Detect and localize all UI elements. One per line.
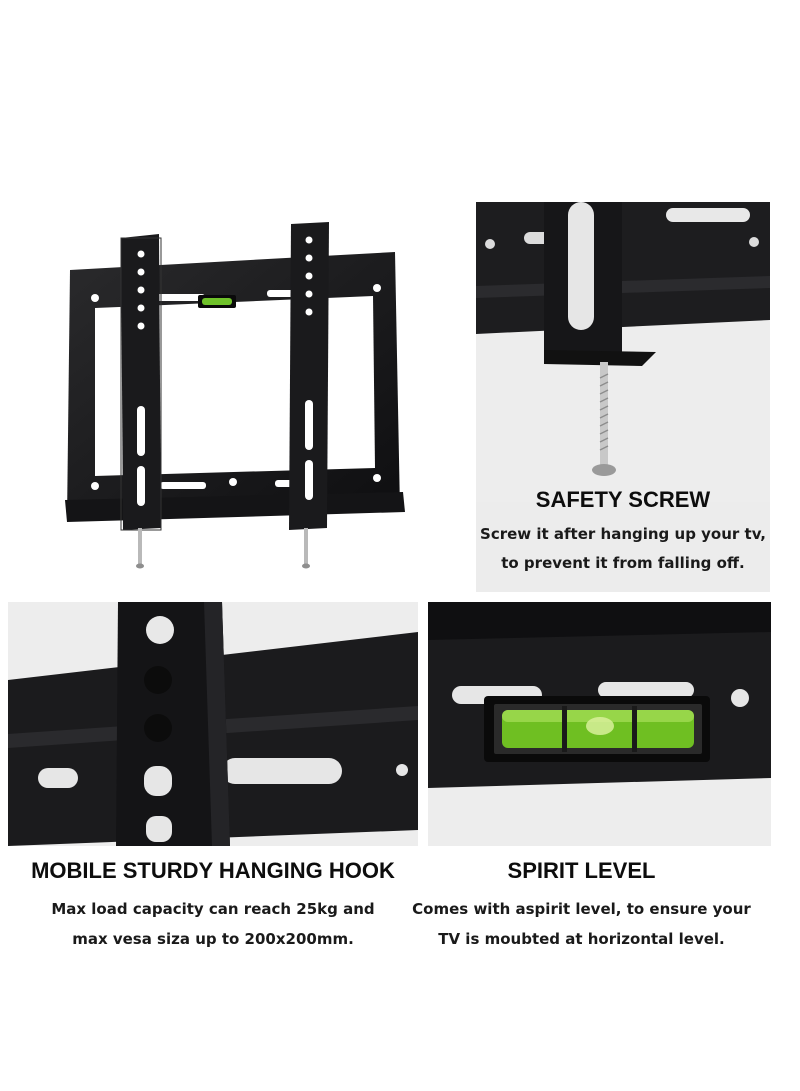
hanging-hook-title: MOBILE STURDY HANGING HOOK	[31, 858, 395, 883]
screw-closeup-image-icon	[476, 202, 770, 502]
spirit-level-title: SPIRIT LEVEL	[507, 858, 656, 883]
safety-screw-title: SAFETY SCREW	[535, 487, 711, 512]
spirit-level-caption-line-2: TV is moubted at horizontal level.	[438, 930, 725, 948]
hanging-hook-closeup-image-icon	[8, 602, 418, 846]
product-image	[55, 210, 415, 580]
spirit-level-panel	[428, 602, 771, 846]
safety-screw-caption-line-2: to prevent it from falling off.	[501, 554, 745, 572]
tv-wall-bracket-icon	[65, 222, 405, 569]
safety-screw-panel: SAFETY SCREW Screw it after hanging up y…	[476, 202, 770, 592]
hanging-hook-panel	[8, 602, 418, 846]
safety-screw-caption-line-1: Screw it after hanging up your tv,	[480, 525, 766, 543]
hanging-hook-caption-line-1: Max load capacity can reach 25kg and	[51, 900, 375, 918]
hanging-hook-caption-line-2: max vesa siza up to 200x200mm.	[72, 930, 354, 948]
spirit-level-closeup-image-icon	[428, 602, 771, 846]
spirit-level-caption-line-1: Comes with aspirit level, to ensure your	[412, 900, 751, 918]
